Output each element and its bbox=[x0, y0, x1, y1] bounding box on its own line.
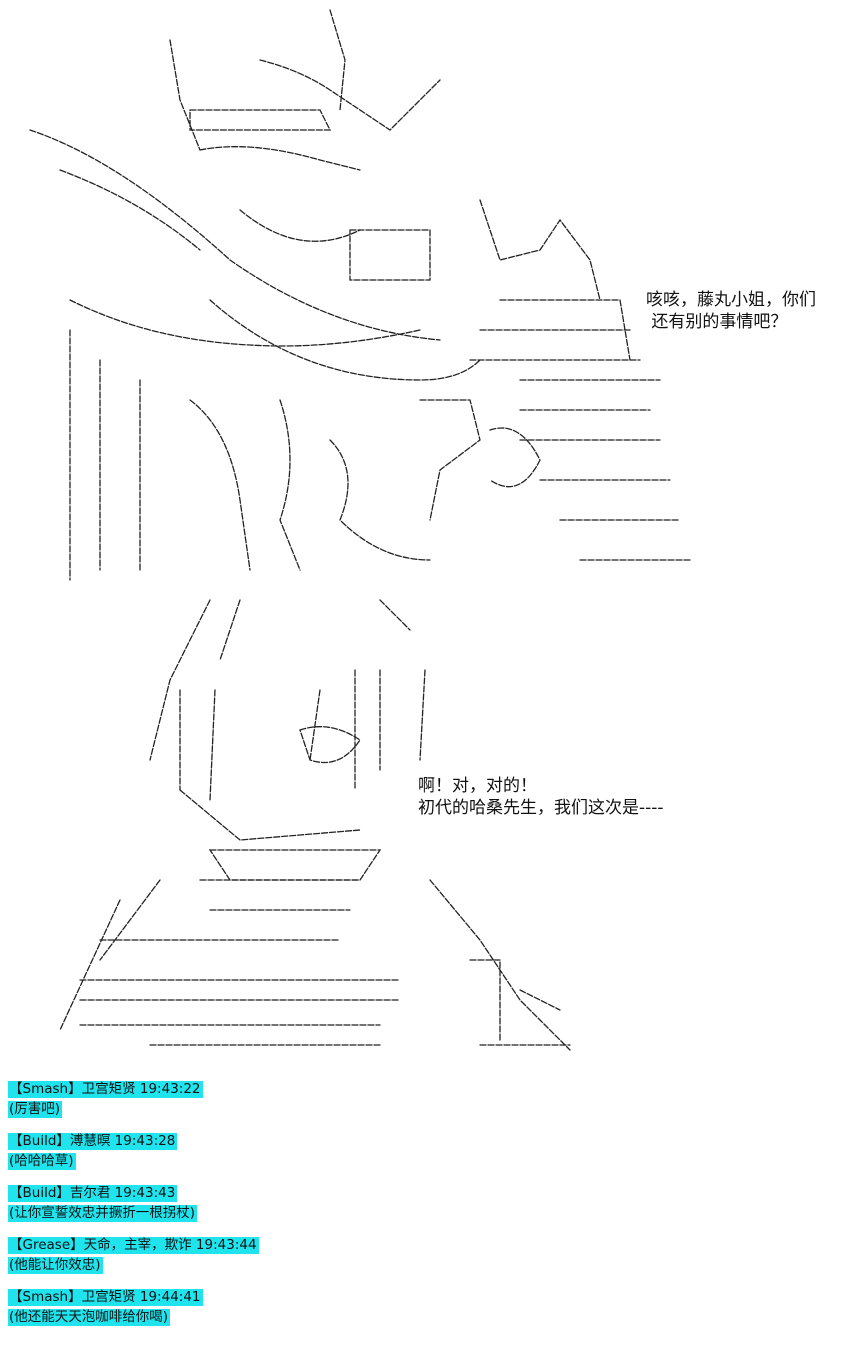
chat-message: 【Build】吉尔君 19:43:43 (让你宣誓效忠并撅折一根拐杖) bbox=[8, 1182, 848, 1222]
message-header: 【Smash】卫宫矩贤 19:44:41 bbox=[8, 1289, 203, 1306]
message-header: 【Smash】卫宫矩贤 19:43:22 bbox=[8, 1081, 203, 1098]
dialogue-line: 还有别的事情吧？ bbox=[646, 312, 788, 332]
dialogue-line: 咳咳，藤丸小姐，你们 bbox=[646, 290, 816, 310]
dialogue-line: 初代的哈桑先生，我们这次是---- bbox=[418, 798, 664, 818]
chat-message: 【Smash】卫宫矩贤 19:43:22 (厉害吧) bbox=[8, 1078, 848, 1118]
chat-message: 【Smash】卫宫矩贤 19:44:41 (他还能天天泡咖啡给你喝) bbox=[8, 1286, 848, 1326]
message-header: 【Build】溥慧暝 19:43:28 bbox=[8, 1133, 178, 1150]
top-dialogue: 咳咳，藤丸小姐，你们 还有别的事情吧？ bbox=[646, 289, 816, 333]
message-text: (哈哈哈草) bbox=[8, 1153, 76, 1170]
message-text: (让你宣誓效忠并撅折一根拐杖) bbox=[8, 1205, 198, 1222]
message-text: (厉害吧) bbox=[8, 1101, 63, 1118]
ascii-art-illustration bbox=[29, 9, 691, 1051]
bottom-dialogue: 啊！对，对的！初代的哈桑先生，我们这次是---- bbox=[418, 775, 664, 819]
dialogue-line: 啊！对，对的！ bbox=[418, 776, 537, 796]
message-text: (他能让你效忠) bbox=[8, 1257, 103, 1274]
chat-message: 【Grease】天命，主宰，欺诈 19:43:44 (他能让你效忠) bbox=[8, 1234, 848, 1274]
message-header: 【Build】吉尔君 19:43:43 bbox=[8, 1185, 178, 1202]
message-text: (他还能天天泡咖啡给你喝) bbox=[8, 1309, 171, 1326]
message-header: 【Grease】天命，主宰，欺诈 19:43:44 bbox=[8, 1237, 259, 1254]
chat-log: 【Smash】卫宫矩贤 19:43:22 (厉害吧) 【Build】溥慧暝 19… bbox=[8, 1078, 848, 1338]
chat-message: 【Build】溥慧暝 19:43:28 (哈哈哈草) bbox=[8, 1130, 848, 1170]
